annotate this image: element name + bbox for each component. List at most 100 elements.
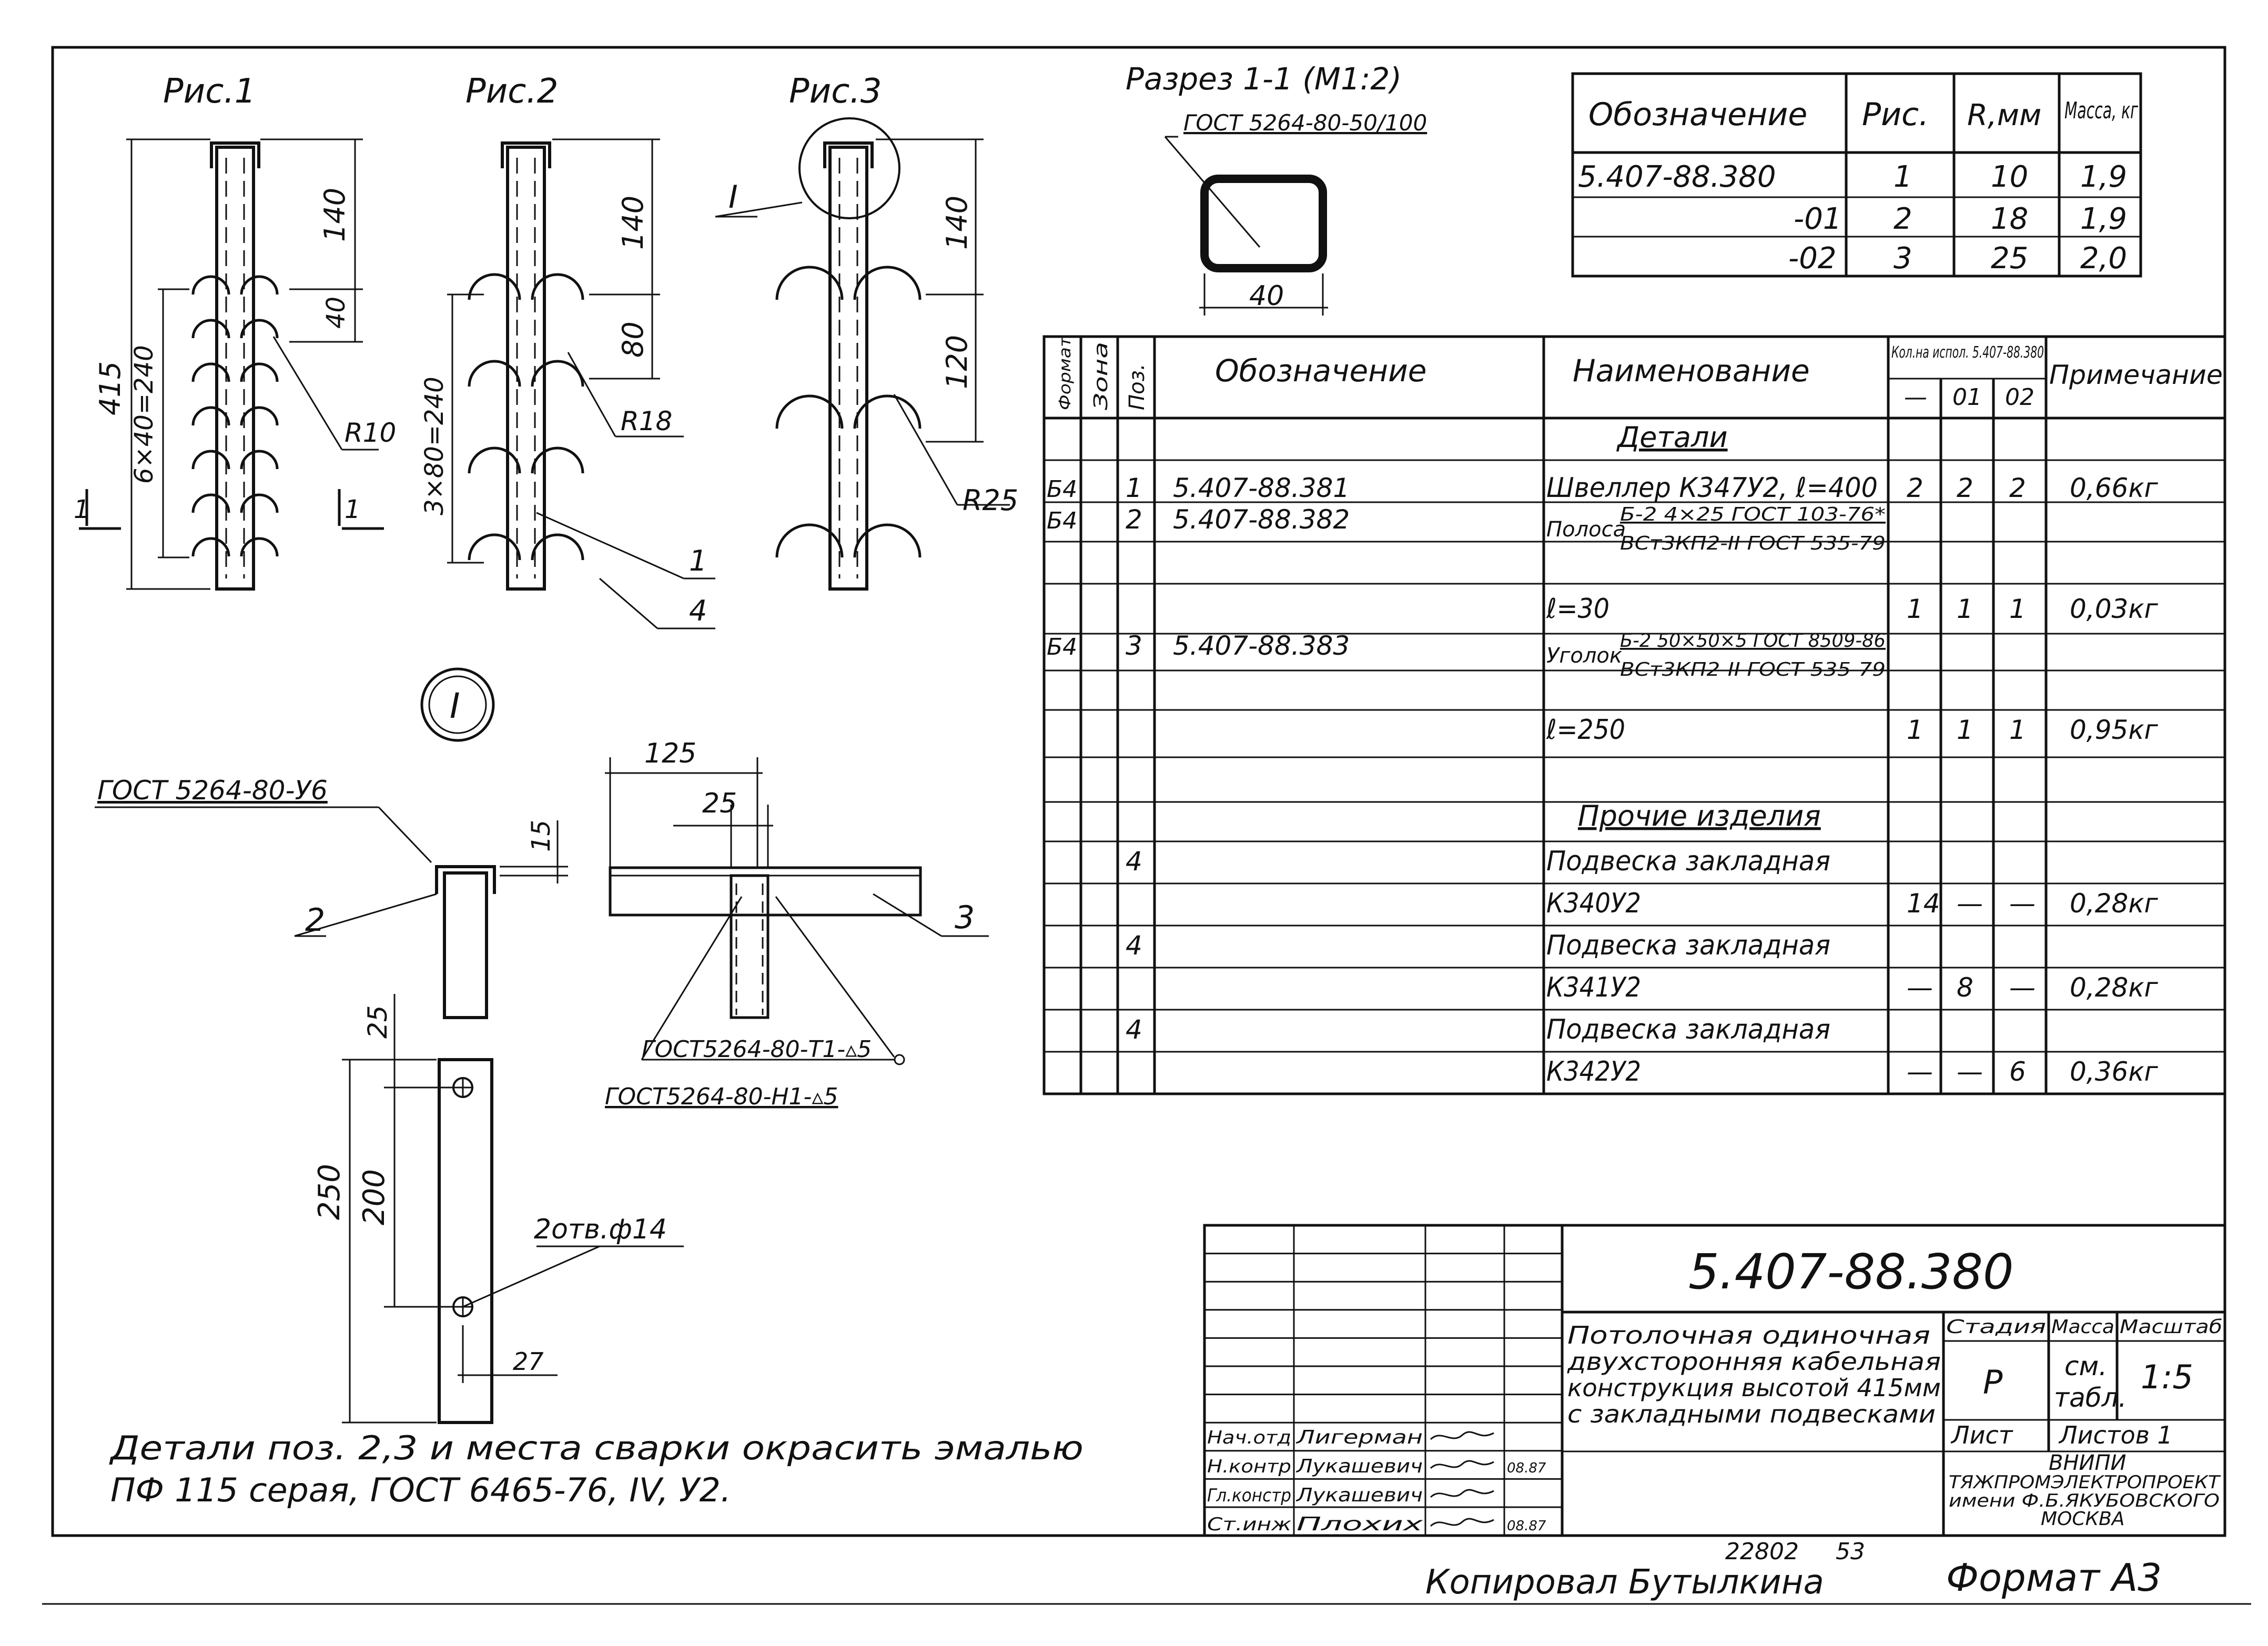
spec-cell-q2: 1	[2009, 715, 2026, 745]
spec-cell-fmt: Б4	[1047, 476, 1077, 503]
spec-cell-des: 5.407-88.382	[1173, 504, 1350, 535]
version-row-3-radius: 25	[1991, 241, 2028, 276]
strip-detail: 25 250 200 2отв.ф14 27	[312, 994, 684, 1424]
node-pos-2: 2	[305, 902, 325, 939]
fig1-section-mark-right: 1	[345, 495, 361, 524]
fig3-hook-right	[853, 523, 922, 558]
spec-cell-name-a: Уголок	[1546, 644, 1622, 668]
spec-cell-q1: 1	[1957, 715, 1973, 745]
signature-role: Н.контр	[1207, 1456, 1291, 1477]
signature-scribble	[1430, 1460, 1494, 1469]
version-row-1-mass: 1,9	[2080, 160, 2127, 194]
version-row-1-radius: 10	[1991, 160, 2028, 194]
fig1-section-mark-left: 1	[74, 495, 90, 524]
fig1-dim-chain: 6×40=240	[129, 345, 159, 484]
fig1-hook-right	[240, 537, 279, 557]
spec-cell-pos: 1	[1126, 473, 1142, 503]
tb-org-2: ТЯЖПРОМЭЛЕКТРОПРОЕКТ	[1949, 1472, 2221, 1493]
footer-format: Формат А3	[1946, 1556, 2162, 1600]
tb-title-3: конструкция высотой 415мм	[1567, 1374, 1941, 1402]
version-row-3-designation: -02	[1788, 241, 1836, 276]
spec-cell-name: К340У2	[1546, 888, 1641, 919]
version-row-3-fig: 3	[1894, 241, 1912, 276]
fig3-hook-left	[775, 394, 844, 429]
fig1-hook-left	[191, 319, 230, 339]
tb-title-2: двухсторонняя кабельная	[1567, 1347, 1941, 1376]
version-header-designation: Обозначение	[1588, 96, 1807, 133]
fig2-hook-left	[468, 533, 521, 561]
spec-cell-q2: 2	[2009, 473, 2026, 503]
fig1-hook-left	[191, 537, 230, 557]
version-header-radius: R,мм	[1967, 98, 2041, 133]
tb-sheets-label: Листов 1	[2058, 1421, 2173, 1449]
fig3-radius: R25	[963, 484, 1018, 517]
spec-cell-name-b: Б-2 4×25 ГОСТ 103-76*	[1620, 504, 1886, 525]
note-line-1: Детали поз. 2,3 и места сварки окрасить …	[109, 1429, 1084, 1467]
fig2-label: Рис.2	[465, 72, 558, 111]
spec-table: Формат Зона Поз. Обозначение Наименовани…	[1042, 335, 2226, 1095]
tb-title-4: с закладными подвесками	[1567, 1400, 1936, 1428]
spec-header-qty-0: —	[1904, 384, 1927, 411]
fig3-hook-right	[853, 266, 922, 300]
fig2-radius: R18	[621, 406, 672, 436]
fig3-dim-step: 120	[940, 335, 974, 389]
spec-cell-q2: —	[2009, 888, 2036, 919]
spec-cell-q0: 1	[1907, 594, 1923, 624]
fig2-hook-right	[531, 446, 584, 474]
fig1-hook-right	[240, 450, 279, 470]
spec-cell-des: 5.407-88.381	[1173, 473, 1350, 503]
fig2-hook-right	[531, 273, 584, 300]
fig1-radius: R10	[345, 418, 396, 448]
spec-header-designation: Обозначение	[1215, 353, 1426, 389]
tb-stage: Р	[1983, 1363, 2003, 1401]
gost-u6-label: ГОСТ 5264-80-У6	[97, 775, 328, 806]
fig2-dim-top: 140	[616, 196, 650, 250]
signature-name: Плохих	[1297, 1513, 1423, 1535]
fig2-pos-1: 1	[689, 544, 707, 577]
node-mark: I	[450, 686, 460, 726]
signature-name: Лукашевич	[1295, 1456, 1423, 1477]
version-table: Обозначение Рис. R,мм Масса, кг 5.407-88…	[1571, 72, 2142, 278]
fig1-hook-left	[191, 362, 230, 382]
figure-1: Рис.1 415 6×40=240	[74, 72, 396, 591]
dim-25: 25	[702, 788, 737, 819]
signature-role: Гл.констр	[1207, 1485, 1291, 1506]
footer: 22802 53 Копировал Бутылкина Формат А3	[1425, 1538, 2162, 1602]
spec-cell-q0: 14	[1907, 888, 1940, 919]
section-1-1: Разрез 1-1 (М1:2) ГОСТ 5264-80-50/100 40	[1126, 61, 1427, 316]
spec-cell-note: 0,36кг	[2070, 1056, 2159, 1087]
spec-cell-pos: 2	[1126, 504, 1142, 535]
version-header-fig: Рис.	[1862, 96, 1929, 133]
spec-cell-fmt: Б4	[1047, 634, 1077, 661]
figure-2: Рис.2 3×80=240 140 80 R18 1 4	[420, 72, 715, 629]
fig2-hook-right	[531, 533, 584, 561]
tb-stage-label: Стадия	[1946, 1316, 2046, 1338]
signature-role: Ст.инж	[1207, 1514, 1291, 1535]
fig2-hook-left	[468, 360, 521, 387]
general-note: Детали поз. 2,3 и места сварки окрасить …	[109, 1429, 1084, 1509]
spec-section-details: Детали	[1616, 421, 1728, 454]
fig3-hook-left	[775, 523, 844, 558]
fig3-hook-left	[775, 266, 844, 300]
note-line-2: ПФ 115 серая, ГОСТ 6465-76, IV, У2.	[110, 1471, 731, 1509]
fig1-hook-left	[191, 450, 230, 470]
spec-header-name: Наименование	[1573, 353, 1810, 389]
fig1-hook-left	[191, 493, 230, 513]
signature-scribble	[1430, 1489, 1494, 1498]
section-title: Разрез 1-1 (М1:2)	[1126, 61, 1402, 97]
spec-cell-name: ℓ=30	[1546, 593, 1609, 625]
spec-cell-note: 0,95кг	[2070, 715, 2159, 745]
signature-date: 08.87	[1507, 1518, 1546, 1534]
spec-cell-note: 0,28кг	[2070, 972, 2159, 1003]
strip-holes: 2отв.ф14	[534, 1214, 667, 1245]
fig2-hook-left	[468, 446, 521, 474]
spec-header-qty: Кол.на испол. 5.407-88.380	[1891, 343, 2044, 362]
fig1-hook-left	[191, 406, 230, 426]
fig3-dim-top: 140	[940, 196, 974, 250]
version-row-2-radius: 18	[1991, 202, 2028, 236]
fig2-pos-4: 4	[689, 594, 707, 627]
spec-cell-pos: 4	[1126, 846, 1142, 877]
fig1-hook-right	[240, 406, 279, 426]
spec-cell-name-c: ВСт3КП2-II ГОСТ 535-79	[1620, 533, 1886, 554]
fig1-hook-left	[191, 275, 230, 295]
